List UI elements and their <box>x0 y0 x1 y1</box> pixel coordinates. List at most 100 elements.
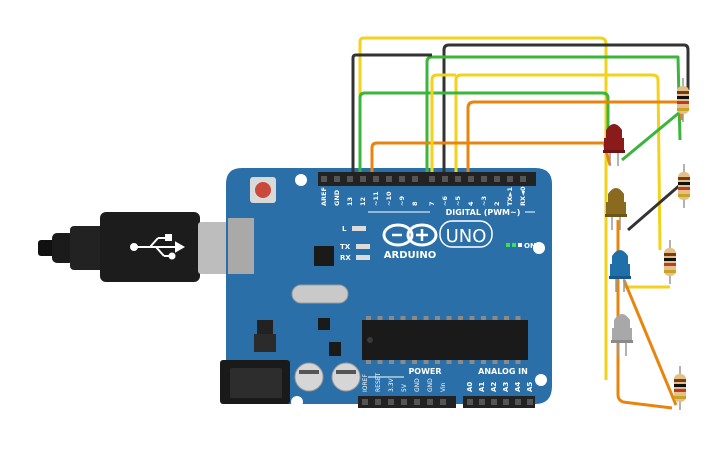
analog-pin-hole[interactable] <box>515 399 521 405</box>
digital-pin-hole[interactable] <box>347 176 353 182</box>
wire-green-diag[interactable] <box>621 110 681 162</box>
arduino-brand: ARDUINO <box>384 250 436 261</box>
wire-orange-diag[interactable] <box>622 279 678 406</box>
rx-led-label: RX <box>340 254 351 262</box>
arduino-logo <box>382 223 438 247</box>
analog-pin-label: A3 <box>502 382 510 392</box>
digital-label: DIGITAL (PWM~) <box>446 208 521 217</box>
digital-pin-hole[interactable] <box>481 176 487 182</box>
digital-pin-hole[interactable] <box>321 176 327 182</box>
power-pin-label: Vin <box>440 382 447 392</box>
digital-pin-label: 7 <box>428 201 436 206</box>
analog-pin-hole[interactable] <box>491 399 497 405</box>
wire-orange-bottom[interactable] <box>616 220 673 410</box>
wire-yellow[interactable] <box>358 36 608 380</box>
digital-pin-hole[interactable] <box>468 176 474 182</box>
reset-button[interactable] <box>255 182 271 198</box>
power-jack-inner <box>230 368 282 398</box>
l-led <box>352 226 366 231</box>
digital-pin-hole[interactable] <box>373 176 379 182</box>
wire-green-bottom[interactable] <box>358 91 610 172</box>
l-led-label: L <box>342 225 347 233</box>
chip-small <box>314 246 334 266</box>
power-pin-label: 3.3V <box>388 377 395 392</box>
wire-yellow-2[interactable] <box>454 73 662 251</box>
power-pin-label: GND <box>427 378 434 392</box>
analog-pin-hole[interactable] <box>527 399 533 405</box>
digital-pin-hole[interactable] <box>386 176 392 182</box>
microcontroller-chip <box>362 320 528 360</box>
digital-pin-hole[interactable] <box>494 176 500 182</box>
led-white[interactable] <box>611 314 633 356</box>
usb-jack <box>228 218 254 274</box>
power-pin-hole[interactable] <box>414 399 420 405</box>
cable-end <box>38 240 56 256</box>
digital-pin-label: 4 <box>467 201 475 206</box>
power-pin-hole[interactable] <box>362 399 368 405</box>
wire-black[interactable] <box>442 43 690 172</box>
digital-pin-hole[interactable] <box>507 176 513 182</box>
digital-pin-hole[interactable] <box>360 176 366 182</box>
led-yellow[interactable] <box>605 188 627 230</box>
analog-pin-hole[interactable] <box>467 399 473 405</box>
resistor[interactable] <box>664 240 676 284</box>
resistor[interactable] <box>674 366 686 410</box>
digital-pin-label: 2 <box>493 201 501 206</box>
digital-header <box>318 172 536 186</box>
wires[interactable] <box>351 36 690 410</box>
digital-pin-hole[interactable] <box>442 176 448 182</box>
digital-pin-hole[interactable] <box>520 176 526 182</box>
digital-pin-label: ~5 <box>454 196 462 206</box>
capacitor <box>331 362 361 392</box>
analog-pin-hole[interactable] <box>479 399 485 405</box>
mounting-hole <box>295 174 307 186</box>
wire-black-diag[interactable] <box>627 183 681 232</box>
usb-icon <box>130 234 186 260</box>
resistors[interactable] <box>664 78 690 410</box>
chip-pins <box>366 316 521 364</box>
digital-pin-label: ~6 <box>441 196 449 206</box>
power-label: POWER <box>408 367 441 376</box>
usb-cable[interactable] <box>38 212 250 282</box>
analog-label: ANALOG IN <box>478 367 528 376</box>
tx-led <box>356 244 370 249</box>
analog-pin-label: A1 <box>478 382 486 392</box>
power-pin-hole[interactable] <box>427 399 433 405</box>
digital-pin-label: 13 <box>346 197 354 206</box>
digital-pin-hole[interactable] <box>334 176 340 182</box>
resistor[interactable] <box>678 164 690 208</box>
wire-black-2[interactable] <box>351 53 432 172</box>
power-pin-hole[interactable] <box>388 399 394 405</box>
power-pin-label: IOREF <box>362 374 369 392</box>
digital-pin-hole[interactable] <box>412 176 418 182</box>
power-pin-hole[interactable] <box>440 399 446 405</box>
cable-sleeve <box>70 226 104 270</box>
uno-model: UNO <box>446 226 487 247</box>
analog-pin-label: A0 <box>466 382 474 392</box>
digital-pin-label: ~11 <box>372 191 380 206</box>
digital-pin-label: AREF <box>320 187 328 206</box>
digital-pin-hole[interactable] <box>429 176 435 182</box>
wire-green-top[interactable] <box>425 55 682 172</box>
mounting-hole <box>291 396 303 408</box>
digital-pin-label: RX◄0 <box>519 186 527 206</box>
analog-pin-hole[interactable] <box>503 399 509 405</box>
chip-tiny <box>318 318 330 330</box>
led-red[interactable] <box>603 124 625 166</box>
led-blue[interactable] <box>609 250 631 292</box>
power-pin-hole[interactable] <box>375 399 381 405</box>
mounting-hole <box>535 374 547 386</box>
analog-header <box>463 396 535 408</box>
power-pin-label: RESET <box>375 372 382 392</box>
power-pin-hole[interactable] <box>401 399 407 405</box>
wire-orange-mid[interactable] <box>370 141 612 172</box>
digital-pin-hole[interactable] <box>399 176 405 182</box>
regulator <box>257 320 273 336</box>
on-label: ON <box>524 242 536 250</box>
resistor[interactable] <box>677 78 689 122</box>
wire-orange-top[interactable] <box>466 100 684 172</box>
digital-pin-hole[interactable] <box>455 176 461 182</box>
wire-yellow-v[interactable] <box>430 73 456 172</box>
